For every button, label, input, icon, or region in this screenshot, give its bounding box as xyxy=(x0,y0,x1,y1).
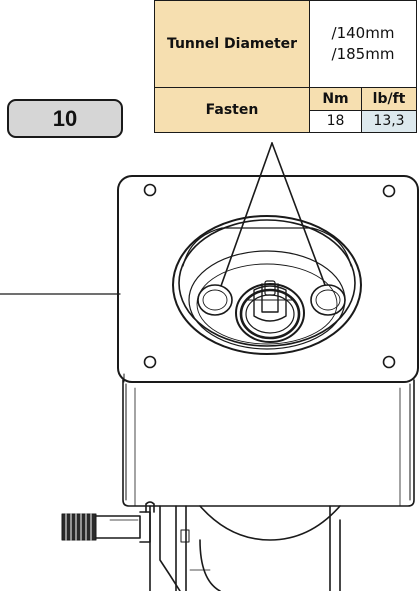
shaft-coupling xyxy=(235,280,305,343)
fastening-bolts xyxy=(197,284,346,316)
tunnel-diameter-values: /140mm /185mm xyxy=(309,0,417,88)
side-fitting xyxy=(61,501,155,543)
pointer-arrows xyxy=(220,142,326,287)
fasten-label: Fasten xyxy=(154,87,310,133)
tunnel-opening xyxy=(172,215,362,355)
bolt-right xyxy=(310,284,346,316)
flange-bolt-hole-top-left xyxy=(143,183,157,197)
mounting-flange xyxy=(117,175,419,383)
step-number: 10 xyxy=(52,105,78,131)
flange-bolt-hole-bottom-right xyxy=(382,355,396,369)
specification-table: Tunnel Diameter /140mm /185mm Fasten Nm … xyxy=(154,0,417,133)
lower-unit xyxy=(149,505,341,591)
step-number-badge: 10 xyxy=(7,99,123,138)
tunnel-diameter-label: Tunnel Diameter xyxy=(154,0,310,88)
unit-lbft: lb/ft xyxy=(361,87,417,111)
unit-nm: Nm xyxy=(309,87,362,111)
flange-bolt-hole-bottom-left xyxy=(143,355,157,369)
bolt-left xyxy=(197,284,233,316)
diameter-value-2: /185mm xyxy=(331,45,395,63)
flange-bolt-hole-top-right xyxy=(382,184,396,198)
torque-value-lbft: 13,3 xyxy=(361,109,417,133)
torque-value-nm: 18 xyxy=(309,109,362,133)
housing-body xyxy=(122,373,415,507)
diameter-value-1: /140mm xyxy=(331,24,395,42)
